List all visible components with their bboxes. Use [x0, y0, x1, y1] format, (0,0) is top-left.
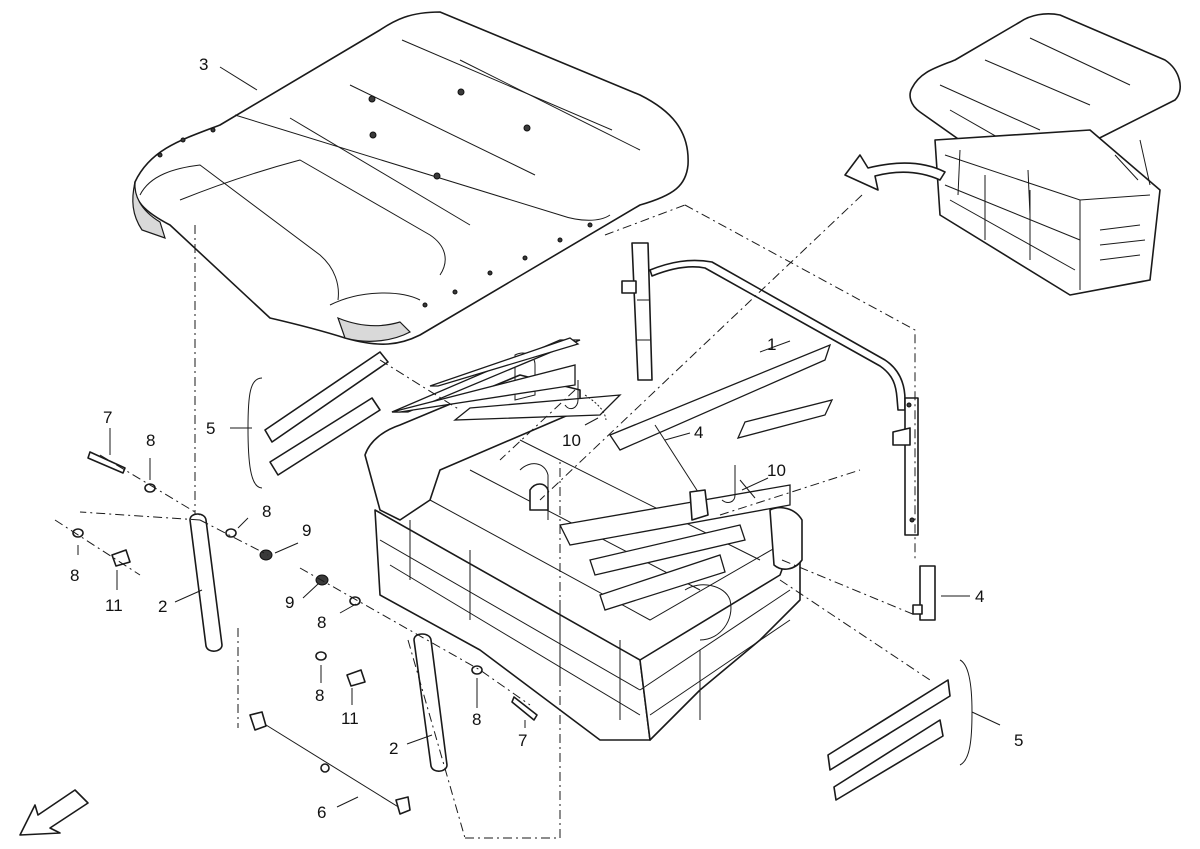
callout-9: 9 [285, 593, 294, 612]
callout-1: 1 [767, 335, 776, 354]
trim-strips-right [827, 679, 951, 801]
callout-4: 4 [975, 587, 984, 606]
callout-5: 5 [1014, 731, 1023, 750]
trim-strips-left [264, 351, 389, 476]
callout-7: 7 [103, 408, 112, 427]
callout-9: 9 [302, 521, 311, 540]
assembly-lines [54, 194, 931, 839]
callout-8: 8 [315, 686, 324, 705]
hatched-floor-panels [391, 337, 834, 611]
callout-4: 4 [694, 423, 703, 442]
roof-holes [157, 88, 593, 308]
callout-3: 3 [199, 55, 208, 74]
roof-panel [132, 11, 689, 345]
post-left [189, 513, 223, 652]
tie-rod [249, 711, 411, 815]
leaders [77, 66, 1001, 808]
callout-11: 11 [341, 709, 359, 728]
callout-8: 8 [146, 431, 155, 450]
gas-strut-upper [654, 424, 709, 521]
callout-7: 7 [518, 731, 527, 750]
callout-10: 10 [562, 431, 581, 450]
callout-6: 6 [317, 803, 326, 822]
callout-5: 5 [206, 419, 215, 438]
direction-arrow-icon [19, 789, 89, 836]
callout-11: 11 [105, 596, 123, 615]
callouts: 3 1 4 4 5 5 7 7 8 8 8 8 8 8 9 9 10 10 11… [70, 55, 1023, 822]
hook-right [721, 465, 756, 503]
callout-10: 10 [767, 461, 786, 480]
callout-8: 8 [317, 613, 326, 632]
callout-8: 8 [472, 710, 481, 729]
callout-8: 8 [262, 502, 271, 521]
hook-left [564, 380, 607, 421]
post-right [413, 633, 448, 772]
callout-8: 8 [70, 566, 79, 585]
callout-2: 2 [158, 597, 167, 616]
curved-arrow-icon [844, 154, 946, 191]
gas-strut-lower [912, 565, 936, 621]
callout-2: 2 [389, 739, 398, 758]
assembly-thumbnail [844, 13, 1181, 296]
